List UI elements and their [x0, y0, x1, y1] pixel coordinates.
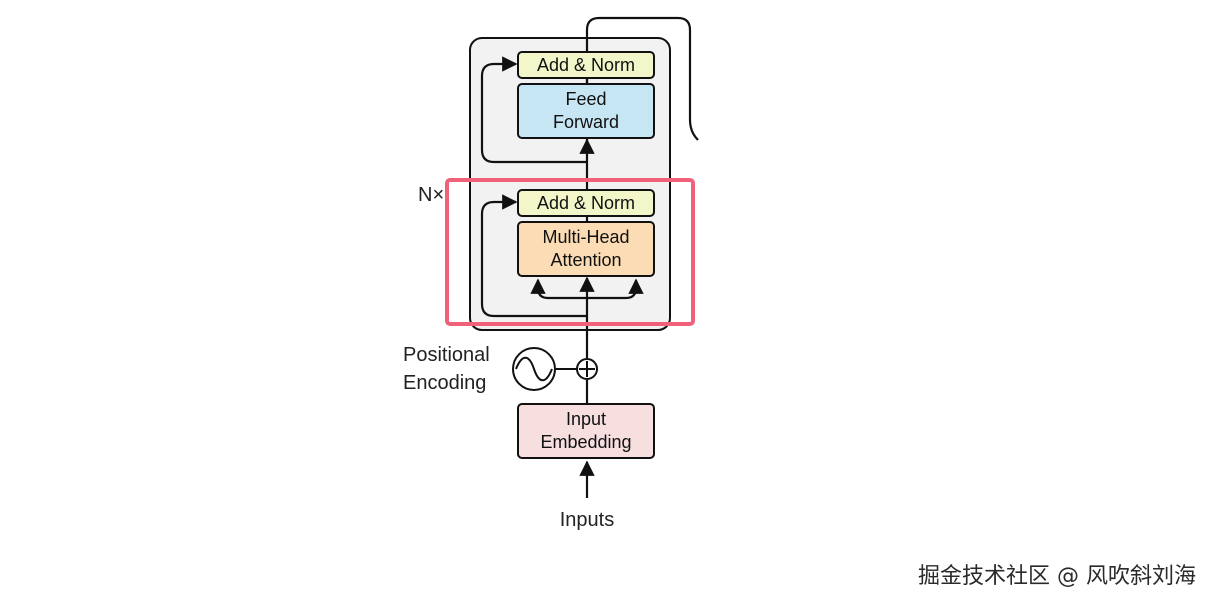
encoder-block [469, 37, 671, 331]
attention-residual-line [480, 194, 587, 318]
ff-residual-line [480, 56, 587, 164]
input-embedding-label-line2: Embedding [540, 432, 631, 452]
add-norm-top-label: Add & Norm [537, 55, 635, 75]
multi-head-attention-box [517, 221, 655, 277]
feed-forward-label-line1: Feed [565, 89, 606, 109]
attention-label-line2: Attention [550, 250, 621, 270]
repeat-count-label: N× [418, 184, 444, 206]
input-embedding-label-line1: Input [566, 409, 606, 429]
watermark-text: 掘金技术社区 @ 风吹斜刘海 [918, 564, 1196, 589]
sine-wave-curve [515, 356, 553, 382]
encoder-output-line [585, 16, 699, 150]
attention-branch-left [530, 278, 587, 300]
add-norm-bottom-box [517, 189, 655, 217]
positional-encoding-label-line1: Positional [403, 344, 490, 366]
add-norm-bottom-label: Add & Norm [537, 193, 635, 213]
attention-highlight-frame [445, 178, 695, 326]
feed-forward-label-line2: Forward [553, 112, 619, 132]
attention-label-line1: Multi-Head [542, 227, 629, 247]
positional-encoding-label-line2: Encoding [403, 372, 486, 394]
add-norm-top-box [517, 51, 655, 79]
attention-branch-right [587, 278, 644, 300]
input-embedding-box [517, 403, 655, 459]
inputs-label: Inputs [560, 509, 614, 531]
feed-forward-box [517, 83, 655, 139]
